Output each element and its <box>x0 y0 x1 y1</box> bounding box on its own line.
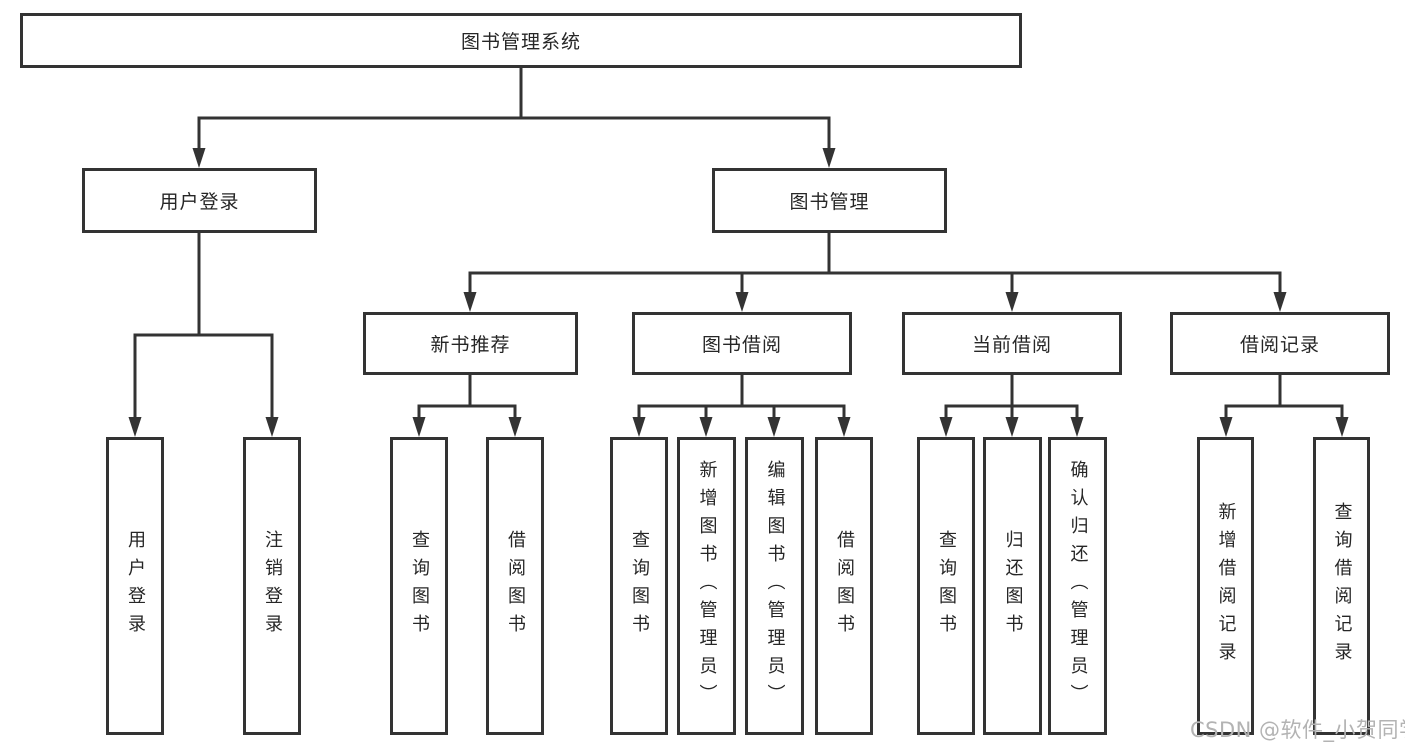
connector-new-book-recommendation <box>412 373 522 437</box>
node-book-management: 图书管理 <box>712 168 947 233</box>
connector-book-management <box>463 231 1287 312</box>
node-query-books-rec: 查询图书 <box>390 437 448 735</box>
connector-borrowing-records <box>1219 373 1349 437</box>
node-library-management-system: 图书管理系统 <box>20 13 1022 68</box>
node-borrowing-records: 借阅记录 <box>1170 312 1390 375</box>
connector-root <box>192 66 836 168</box>
node-current-borrowing: 当前借阅 <box>902 312 1122 375</box>
node-query-borrow-record: 查询借阅记录 <box>1313 437 1370 735</box>
node-user-login: 用户登录 <box>82 168 317 233</box>
node-query-books-current: 查询图书 <box>917 437 975 735</box>
node-add-book-admin: 新增图书（管理员） <box>677 437 736 735</box>
node-new-book-recommendation: 新书推荐 <box>363 312 578 375</box>
node-edit-book-admin: 编辑图书（管理员） <box>745 437 804 735</box>
node-logout-login: 注销登录 <box>243 437 301 735</box>
node-borrow-books: 借阅图书 <box>815 437 873 735</box>
connector-user-login <box>128 231 279 437</box>
node-user-login-leaf: 用户登录 <box>106 437 164 735</box>
csdn-watermark: CSDN @软件_小贺同学 <box>1190 718 1405 742</box>
node-query-books-borrow: 查询图书 <box>610 437 668 735</box>
node-borrow-books-rec: 借阅图书 <box>486 437 544 735</box>
node-return-books: 归还图书 <box>983 437 1042 735</box>
node-book-borrowing: 图书借阅 <box>632 312 852 375</box>
node-confirm-return-admin: 确认归还（管理员） <box>1048 437 1107 735</box>
connector-book-borrowing <box>632 373 851 437</box>
connector-current-borrowing <box>939 373 1084 437</box>
node-add-borrow-record: 新增借阅记录 <box>1197 437 1254 735</box>
